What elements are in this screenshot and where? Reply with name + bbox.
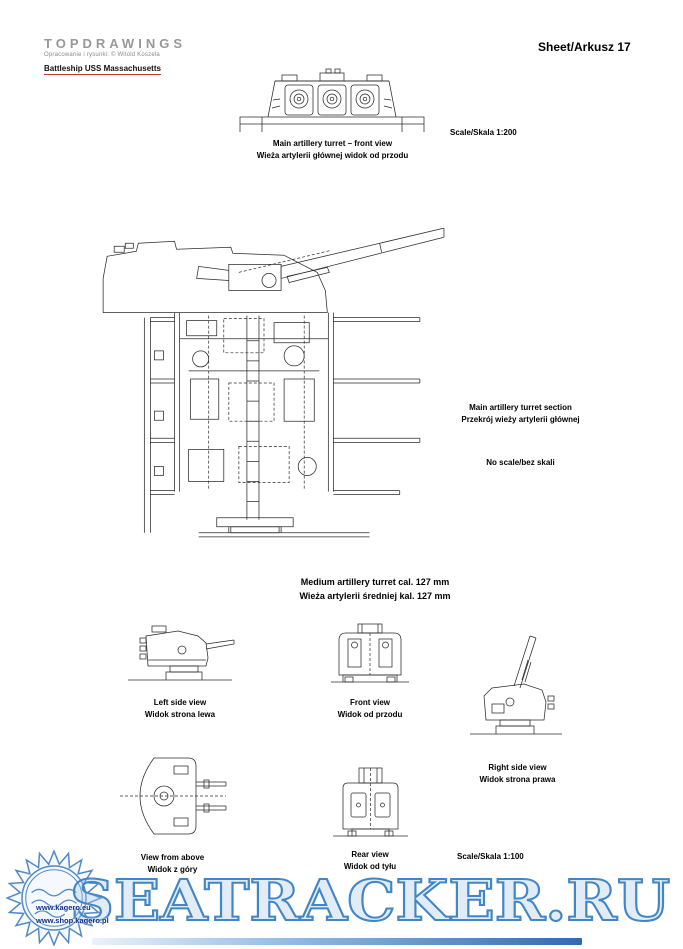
main-front-caption: Main artillery turret – front view Wieża… (210, 138, 455, 161)
hidden-machinery (224, 319, 289, 483)
medium-right-side-caption: Right side view Widok strona prawa (445, 762, 590, 785)
bottom-gradient-bar (92, 938, 582, 945)
section-caption-en: Main artillery turret section (469, 403, 572, 412)
caption-pl: Widok strona prawa (479, 774, 556, 784)
medium-front-caption: Front view Widok od przodu (300, 697, 440, 720)
sun-logo-icon (6, 850, 102, 946)
medium-left-side-caption: Left side view Widok strona lewa (100, 697, 260, 720)
caption-en: Front view (349, 698, 390, 707)
medium-top-view-caption: View from above Widok z góry (100, 852, 245, 875)
medium-rear-drawing (328, 758, 413, 843)
topdrawings-logo: TOPDRAWINGS (44, 36, 186, 51)
medium-turret-title-en: Medium artillery turret cal. 127 mm (300, 577, 450, 587)
section-caption: Main artillery turret section Przekrój w… (428, 402, 613, 425)
projection-lines (209, 250, 332, 489)
credit-line: Opracowanie i rysunki: © Witold Koszela (44, 52, 160, 58)
kagero-shop-url: www.shop.kagero.pl (36, 915, 109, 925)
medium-left-side-drawing (122, 616, 237, 688)
medium-top-view-drawing (112, 750, 232, 842)
main-turret-section-drawing (78, 220, 450, 547)
ship-name: Battleship USS Massachusetts (44, 64, 161, 75)
hull-decks (144, 318, 419, 537)
medium-turret-title: Medium artillery turret cal. 127 mm Wież… (225, 576, 525, 603)
publisher-block: TOPDRAWINGS Opracowanie i rysunki: © Wit… (44, 36, 186, 76)
caption-pl: Widok z góry (147, 864, 198, 874)
barbette-interior (175, 313, 334, 533)
section-scale-label: No scale/bez skali (486, 458, 555, 467)
caption-pl: Widok od tyłu (343, 861, 397, 871)
caption-pl: Widok od przodu (337, 709, 403, 719)
main-front-caption-pl: Wieża artylerii głównej widok od przodu (256, 150, 409, 160)
medium-scale-label: Scale/Skala 1:100 (457, 852, 524, 861)
main-front-scale-label: Scale/Skala 1:200 (450, 128, 517, 137)
main-turret-front-drawing (232, 66, 432, 134)
medium-rear-caption: Rear view Widok od tyłu (305, 849, 435, 872)
watermark-site-text: SEATRACKER.RU (70, 868, 670, 934)
medium-right-side-drawing (462, 630, 567, 742)
publisher-urls: www.kagero.eu www.shop.kagero.pl (36, 902, 109, 928)
caption-en: Rear view (351, 850, 389, 859)
medium-turret-title-pl: Wieża artylerii średniej kal. 127 mm (299, 590, 451, 601)
caption-en: View from above (140, 853, 205, 862)
caption-pl: Widok strona lewa (144, 709, 216, 719)
sheet-number: Sheet/Arkusz 17 (538, 40, 631, 54)
kagero-url: www.kagero.eu (36, 903, 91, 912)
turret-and-gun (103, 228, 444, 312)
medium-front-drawing (325, 620, 415, 688)
caption-en: Right side view (488, 763, 547, 772)
section-caption-pl: Przekrój wieży artylerii głównej (461, 414, 580, 424)
main-front-caption-en: Main artillery turret – front view (272, 139, 393, 148)
caption-en: Left side view (153, 698, 207, 707)
